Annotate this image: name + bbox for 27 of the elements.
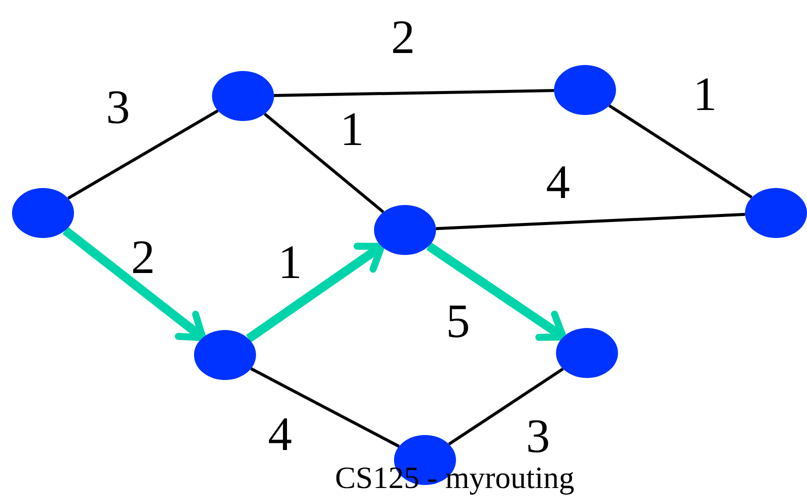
edge-weight: 3 xyxy=(526,413,550,461)
connector-line xyxy=(608,104,753,199)
graph-node xyxy=(556,328,618,378)
connector-line xyxy=(67,109,219,200)
edge-weight: 4 xyxy=(546,159,570,207)
arrow xyxy=(246,242,385,342)
edge-weight: 1 xyxy=(693,71,717,119)
arrow xyxy=(426,242,567,341)
connector-line xyxy=(448,368,564,446)
edge-weight: 2 xyxy=(391,14,415,62)
connector-line xyxy=(436,212,746,230)
edge-weight: 2 xyxy=(131,234,155,282)
connector-line xyxy=(274,89,554,97)
edge-weight: 1 xyxy=(340,106,364,154)
graph-node xyxy=(12,188,74,238)
edge-weight: 3 xyxy=(106,84,130,132)
connector-line xyxy=(250,367,400,448)
edge-weight: 1 xyxy=(278,239,302,287)
graph-node xyxy=(212,71,274,121)
arrow xyxy=(62,226,206,342)
connector-line xyxy=(264,112,384,214)
graph-node xyxy=(554,65,616,115)
graph-node xyxy=(374,205,436,255)
edge-weight: 5 xyxy=(446,298,470,346)
graph-node xyxy=(194,330,256,380)
edge-weight: 4 xyxy=(268,411,292,459)
graph-node xyxy=(745,188,807,238)
